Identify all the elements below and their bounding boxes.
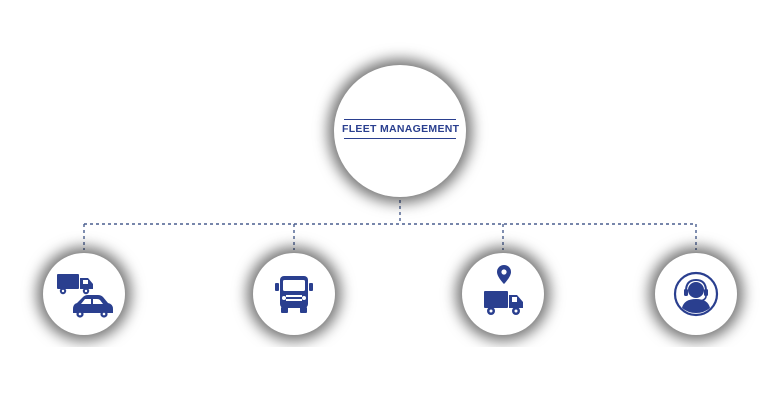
bottom-crop-area xyxy=(0,347,768,402)
hub-circle: FLEET MANAGEMENT xyxy=(334,65,466,197)
support-agent-icon xyxy=(673,271,719,317)
node-truck xyxy=(253,253,335,335)
truck-front-icon xyxy=(274,274,314,314)
hub-title-block: FLEET MANAGEMENT xyxy=(342,119,460,139)
truck-and-car-icon xyxy=(57,271,113,319)
hub-top-rule xyxy=(344,119,456,120)
hub-bottom-rule xyxy=(344,138,456,139)
node-support xyxy=(655,253,737,335)
hub-title: FLEET MANAGEMENT xyxy=(342,123,460,135)
location-pin-truck-icon xyxy=(482,264,526,320)
node-vehicles xyxy=(43,253,125,335)
node-tracking xyxy=(462,253,544,335)
